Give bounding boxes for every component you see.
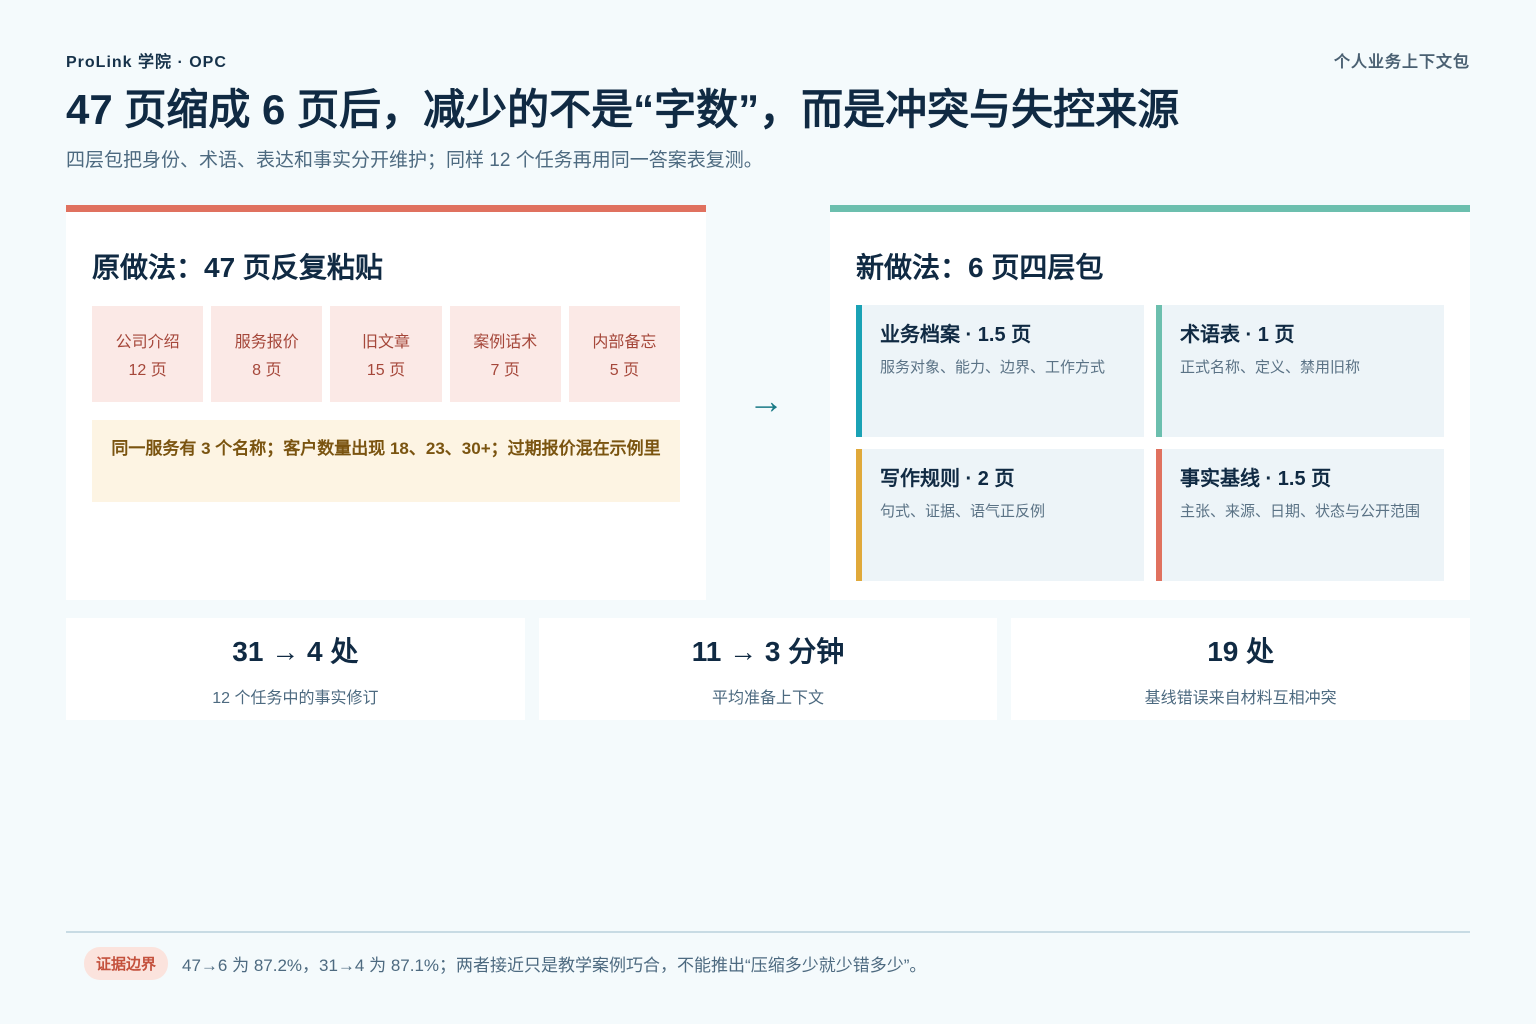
layer-card-fact-baseline: 事实基线 · 1.5 页 主张、来源、日期、状态与公开范围 <box>1156 449 1444 581</box>
layer-grid: 业务档案 · 1.5 页 服务对象、能力、边界、工作方式 术语表 · 1 页 正… <box>856 305 1444 581</box>
doc-name: 公司介绍 <box>115 334 180 351</box>
layer-desc: 服务对象、能力、边界、工作方式 <box>880 359 1106 376</box>
stat-card: 31 → 4 处 12 个任务中的事实修订 <box>66 618 525 720</box>
old-method-title: 原做法：47 页反复粘贴 <box>92 252 383 283</box>
layer-desc: 主张、来源、日期、状态与公开范围 <box>1180 503 1421 520</box>
doc-name: 案例话术 <box>473 334 538 351</box>
layer-title: 业务档案 · 1.5 页 <box>880 324 1032 346</box>
right-arrow-icon: → <box>748 380 784 421</box>
conflict-note: 同一服务有 3 个名称；客户数量出现 18、23、30+；过期报价混在示例里 <box>92 420 680 502</box>
stat-label: 平均准备上下文 <box>712 690 825 707</box>
stat-label: 12 个任务中的事实修订 <box>212 690 379 707</box>
doc-name: 服务报价 <box>234 334 299 351</box>
footer: 证据边界 47→6 为 87.2%，31→4 为 87.1%；两者接近只是教学案… <box>84 946 927 980</box>
doc-card: 服务报价 8 页 <box>211 306 323 402</box>
layer-card-glossary: 术语表 · 1 页 正式名称、定义、禁用旧称 <box>1156 305 1444 437</box>
stat-label: 基线错误来自材料互相冲突 <box>1144 690 1337 707</box>
top-bar: ProLink 学院 · OPC 个人业务上下文包 <box>66 48 1470 72</box>
doc-card: 公司介绍 12 页 <box>92 306 204 402</box>
page-title: 47 页缩成 6 页后，减少的不是“字数”，而是冲突与失控来源 <box>66 86 1180 133</box>
doc-pages: 7 页 <box>490 362 520 379</box>
page-subtitle: 四层包把身份、术语、表达和事实分开维护；同样 12 个任务再用同一答案表复测。 <box>66 150 763 171</box>
stats-row: 31 → 4 处 12 个任务中的事实修订 11 → 3 分钟 平均准备上下文 … <box>66 618 1471 720</box>
layer-desc: 正式名称、定义、禁用旧称 <box>1180 359 1361 376</box>
stat-value: 19 处 <box>1207 636 1275 667</box>
doc-card: 案例话术 7 页 <box>449 306 561 402</box>
evidence-badge: 证据边界 <box>84 946 169 980</box>
doc-pages: 8 页 <box>252 362 282 379</box>
layer-card-business-profile: 业务档案 · 1.5 页 服务对象、能力、边界、工作方式 <box>856 305 1144 437</box>
old-doc-list: 公司介绍 12 页 服务报价 8 页 旧文章 15 页 案例话术 7 页 内部备… <box>92 306 681 402</box>
old-method-panel: 原做法：47 页反复粘贴 公司介绍 12 页 服务报价 8 页 旧文章 15 页… <box>66 205 706 600</box>
layer-title: 术语表 · 1 页 <box>1180 324 1295 346</box>
package-label: 个人业务上下文包 <box>1333 54 1470 71</box>
layer-title: 写作规则 · 2 页 <box>880 468 1015 490</box>
new-method-title: 新做法：6 页四层包 <box>856 252 1104 283</box>
doc-card: 旧文章 15 页 <box>330 306 442 402</box>
brand-label: ProLink 学院 · OPC <box>66 54 227 71</box>
stat-card: 19 处 基线错误来自材料互相冲突 <box>1011 618 1471 720</box>
doc-pages: 15 页 <box>366 362 406 379</box>
doc-name: 内部备忘 <box>592 334 657 351</box>
stat-card: 11 → 3 分钟 平均准备上下文 <box>538 618 998 720</box>
footer-divider <box>66 931 1470 933</box>
doc-card: 内部备忘 5 页 <box>568 306 681 402</box>
doc-name: 旧文章 <box>362 334 411 351</box>
layer-title: 事实基线 · 1.5 页 <box>1180 468 1332 490</box>
new-method-panel: 新做法：6 页四层包 业务档案 · 1.5 页 服务对象、能力、边界、工作方式 … <box>830 205 1470 600</box>
stat-value: 31 → 4 处 <box>232 636 359 667</box>
footer-note: 47→6 为 87.2%，31→4 为 87.1%；两者接近只是教学案例巧合，不… <box>182 955 927 975</box>
stat-value: 11 → 3 分钟 <box>691 636 845 667</box>
layer-desc: 句式、证据、语气正反例 <box>880 503 1046 520</box>
doc-pages: 12 页 <box>128 362 167 379</box>
doc-pages: 5 页 <box>609 362 640 379</box>
layer-card-writing-rules: 写作规则 · 2 页 句式、证据、语气正反例 <box>856 449 1144 581</box>
